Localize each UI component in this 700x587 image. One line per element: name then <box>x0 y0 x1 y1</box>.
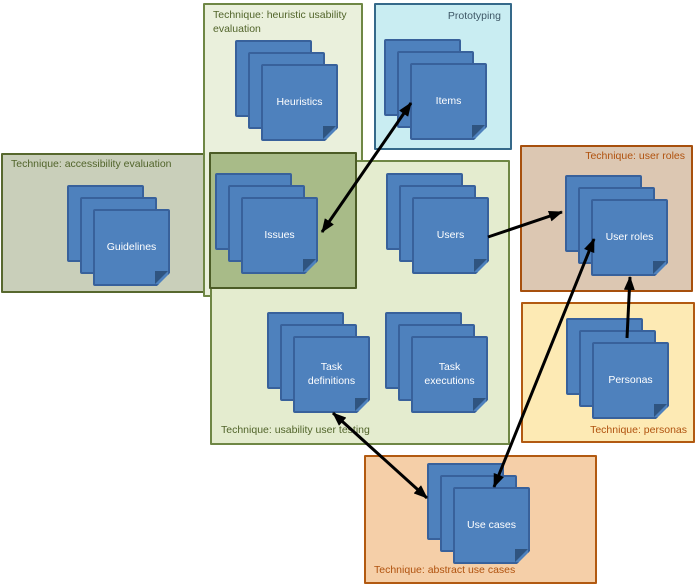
folded-corner-icon <box>515 549 528 562</box>
document-card: Use cases <box>453 487 530 564</box>
folded-corner-icon <box>472 125 485 138</box>
node-guidelines-label: Guidelines <box>106 240 157 253</box>
node-use-cases-label: Use cases <box>466 518 517 531</box>
node-personas-label: Personas <box>608 373 653 386</box>
node-heuristics: Heuristics <box>235 40 338 141</box>
group-personas-label: Technique: personas <box>590 424 687 437</box>
node-guidelines: Guidelines <box>67 185 170 286</box>
group-usability-label: Technique: usability user testing <box>221 424 370 437</box>
folded-corner-icon <box>654 404 667 417</box>
node-users: Users <box>386 173 489 274</box>
node-user-roles: User roles <box>565 175 668 276</box>
document-card: Heuristics <box>261 64 338 141</box>
group-heuristic-label: Technique: heuristic usability evaluatio… <box>213 9 347 35</box>
node-users-label: Users <box>436 228 465 241</box>
node-heuristics-label: Heuristics <box>276 95 323 108</box>
node-task-definitions-label: Task definitions <box>307 361 356 387</box>
folded-corner-icon <box>473 398 486 411</box>
node-items: Items <box>384 39 487 140</box>
group-user-roles-label: Technique: user roles <box>585 150 685 162</box>
node-task-executions-label: Task executions <box>424 361 475 387</box>
node-issues: Issues <box>215 173 318 274</box>
group-use-cases-label: Technique: abstract use cases <box>374 564 516 577</box>
folded-corner-icon <box>323 126 336 139</box>
group-accessibility-label: Technique: accessibility evaluation <box>11 158 172 170</box>
node-user-roles-label: User roles <box>605 230 654 243</box>
folded-corner-icon <box>474 259 487 272</box>
folded-corner-icon <box>155 271 168 284</box>
document-card: Task definitions <box>293 336 370 413</box>
node-task-executions: Task executions <box>385 312 488 413</box>
node-task-definitions: Task definitions <box>267 312 370 413</box>
document-card: User roles <box>591 199 668 276</box>
group-prototyping-label: Prototyping <box>447 10 501 22</box>
document-card: Task executions <box>411 336 488 413</box>
node-issues-label: Issues <box>264 228 295 241</box>
folded-corner-icon <box>355 398 368 411</box>
folded-corner-icon <box>653 261 666 274</box>
document-card: Issues <box>241 197 318 274</box>
node-personas: Personas <box>566 318 669 419</box>
folded-corner-icon <box>303 259 316 272</box>
document-card: Personas <box>592 342 669 419</box>
node-items-label: Items <box>435 94 462 107</box>
node-use-cases: Use cases <box>427 463 530 564</box>
document-card: Users <box>412 197 489 274</box>
document-card: Items <box>410 63 487 140</box>
document-card: Guidelines <box>93 209 170 286</box>
